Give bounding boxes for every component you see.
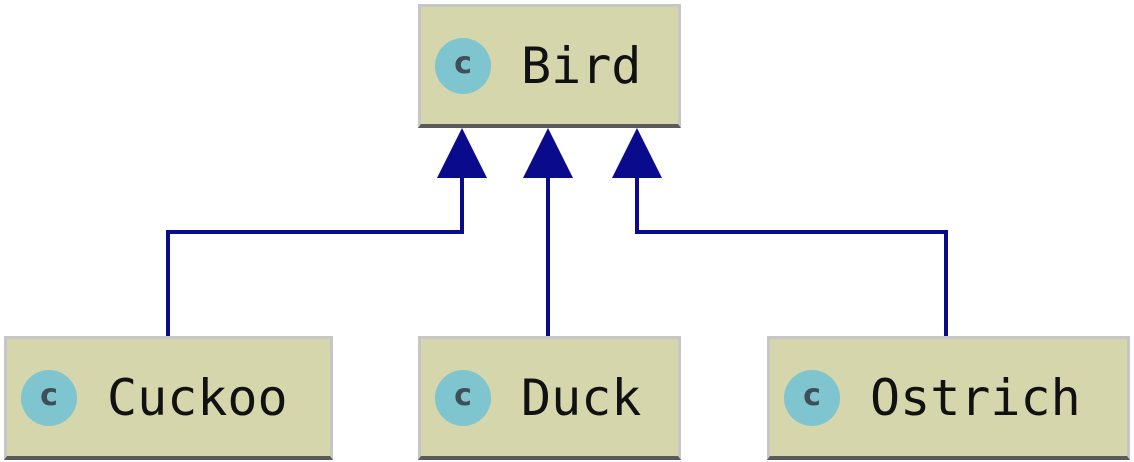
class-icon: c bbox=[435, 37, 491, 94]
class-box-duck[interactable]: c Duck bbox=[418, 336, 681, 460]
class-box-ostrich[interactable]: c Ostrich bbox=[767, 336, 1130, 460]
cuckoo-inheritance-arrowhead bbox=[437, 128, 487, 178]
duck-inheritance-arrowhead bbox=[523, 128, 573, 178]
class-icon-letter: c bbox=[454, 46, 472, 81]
class-box-cuckoo[interactable]: c Cuckoo bbox=[4, 336, 333, 460]
class-icon-letter: c bbox=[803, 378, 821, 413]
class-icon-letter: c bbox=[454, 378, 472, 413]
class-icon: c bbox=[784, 369, 840, 426]
class-icon-letter: c bbox=[40, 378, 58, 413]
class-name-bird: Bird bbox=[521, 36, 642, 95]
class-icon: c bbox=[21, 369, 77, 426]
class-name-duck: Duck bbox=[521, 368, 642, 427]
class-name-ostrich: Ostrich bbox=[870, 368, 1081, 427]
ostrich-to-bird-line bbox=[635, 176, 948, 336]
class-name-cuckoo: Cuckoo bbox=[107, 368, 288, 427]
cuckoo-to-bird-line bbox=[166, 176, 464, 336]
class-box-bird[interactable]: c Bird bbox=[418, 4, 681, 128]
ostrich-inheritance-arrowhead bbox=[612, 128, 662, 178]
class-icon: c bbox=[435, 369, 491, 426]
